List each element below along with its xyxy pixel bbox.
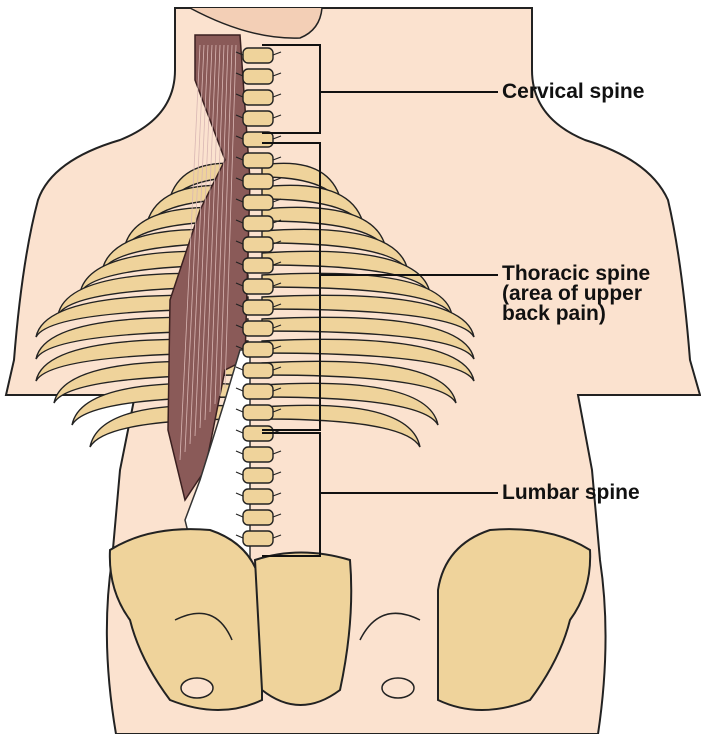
vertebra <box>243 405 273 420</box>
vertebra <box>243 258 273 273</box>
vertebra <box>243 342 273 357</box>
vertebra <box>243 468 273 483</box>
vertebra <box>243 531 273 546</box>
vertebra <box>243 279 273 294</box>
vertebra <box>243 69 273 84</box>
vertebra <box>243 111 273 126</box>
vertebra <box>243 153 273 168</box>
lumbar-spine-label: Lumbar spine <box>502 483 640 503</box>
vertebra <box>243 174 273 189</box>
vertebra <box>243 90 273 105</box>
vertebra <box>243 489 273 504</box>
vertebra <box>243 237 273 252</box>
vertebra <box>243 195 273 210</box>
cervical-spine-label: Cervical spine <box>502 82 644 102</box>
thoracic-spine-label: Thoracic spine (area of upper back pain) <box>502 264 650 324</box>
vertebra <box>243 300 273 315</box>
vertebra <box>243 447 273 462</box>
vertebra <box>243 216 273 231</box>
vertebra <box>243 48 273 63</box>
vertebra <box>243 510 273 525</box>
vertebra <box>243 384 273 399</box>
vertebra <box>243 363 273 378</box>
vertebra <box>243 321 273 336</box>
vertebra <box>243 132 273 147</box>
